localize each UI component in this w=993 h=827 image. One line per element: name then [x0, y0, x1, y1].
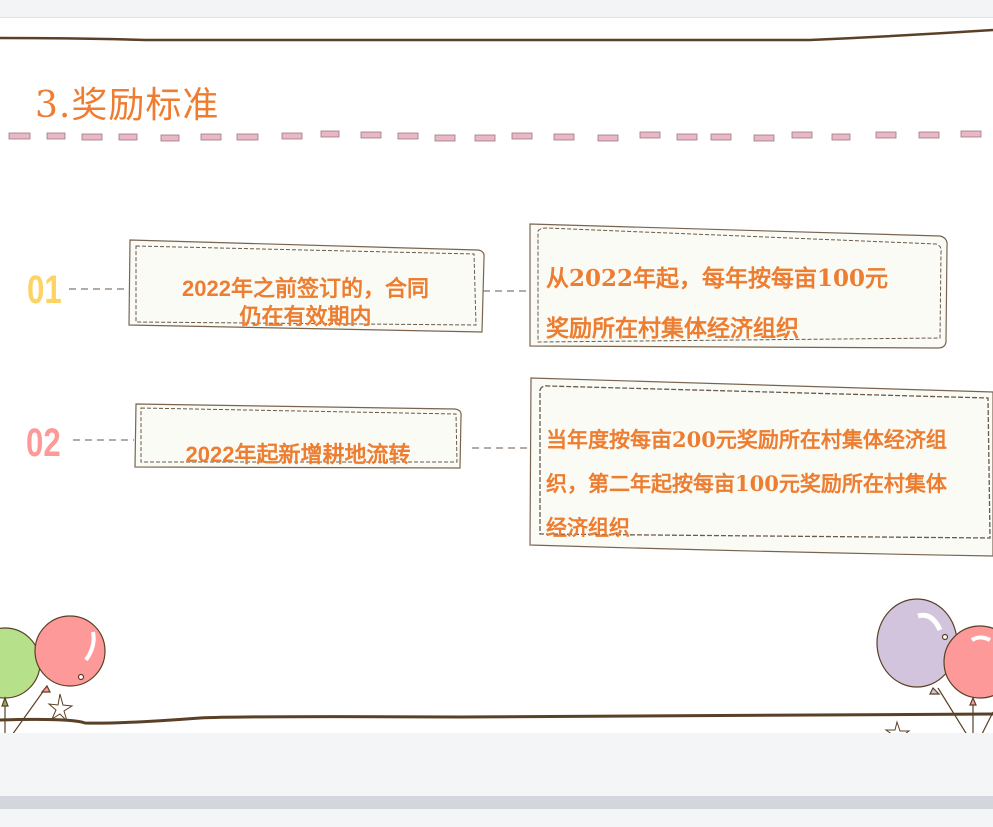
- dashed-divider: [8, 130, 982, 142]
- reward-text-line: 当年度按每亩200元奖励所在村集体经济组: [546, 427, 947, 452]
- reward-card-2: 当年度按每亩200元奖励所在村集体经济组 织，第二年起按每亩100元奖励所在村集…: [528, 394, 993, 574]
- slide-canvas: 3.奖励标准 01 02 2022年之前签订的，合同 仍在有效期内 从2022年…: [0, 18, 993, 733]
- right-balloons: [876, 598, 993, 733]
- condition-card-1: 2022年之前签订的，合同 仍在有效期内: [128, 256, 483, 350]
- reward-text-line: 从2022年起，每年按每亩100元: [546, 265, 889, 292]
- condition-text-line: 仍在有效期内: [239, 304, 372, 329]
- card-frame: [128, 239, 485, 333]
- condition-text-line: 2022年起新增耕地流转: [185, 442, 411, 467]
- slide-title: 3.奖励标准: [35, 85, 220, 126]
- reward-text-line: 经济组织: [546, 515, 630, 540]
- reward-card-1: 从2022年起，每年按每亩100元 奖励所在村集体经济组织: [528, 240, 948, 368]
- horizontal-scrollbar[interactable]: [0, 796, 993, 809]
- condition-card-2: 2022年起新增耕地流转: [134, 420, 462, 486]
- row-number-01: 01: [27, 268, 62, 312]
- left-balloons: [0, 615, 106, 733]
- reward-text-line: 织，第二年起按每亩100元奖励所在村集体: [546, 471, 947, 496]
- top-toolbar-strip: [0, 0, 993, 18]
- row-number-02: 02: [26, 421, 61, 465]
- condition-text-line: 2022年之前签订的，合同: [182, 276, 429, 301]
- reward-text-line: 奖励所在村集体经济组织: [546, 315, 799, 342]
- slide-decorations: [0, 28, 993, 733]
- canvas-background: [0, 733, 993, 827]
